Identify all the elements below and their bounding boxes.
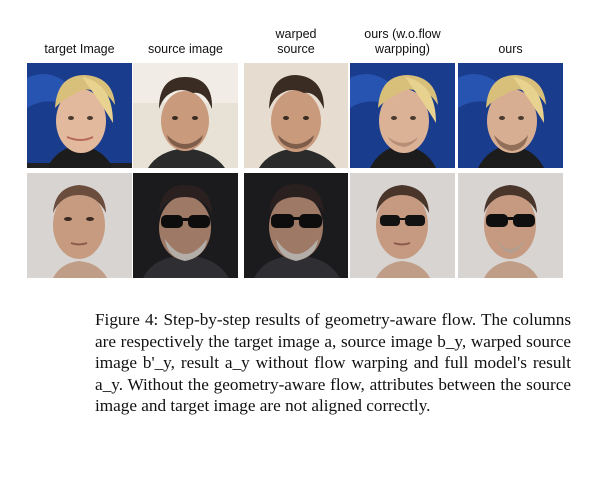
- figure-caption: Figure 4: Step-by-step results of geomet…: [95, 309, 571, 417]
- photo-row2-warped-source: [244, 173, 348, 278]
- photo-row1-warped-source: [244, 63, 348, 168]
- photo-row1-ours: [458, 63, 563, 168]
- column-header-ours: ours: [498, 42, 523, 56]
- column-header-source-image: source image: [147, 42, 224, 56]
- column-header-warped-source: warped source: [275, 27, 317, 56]
- photo-row1-source: [133, 63, 238, 168]
- column-header-target-image: target Image: [44, 42, 115, 56]
- photo-row2-ours-wo-flow: [350, 173, 455, 278]
- photo-row2-ours: [458, 173, 563, 278]
- photo-row2-target: [27, 173, 132, 278]
- figure-caption-text: Step-by-step results of geometry-aware f…: [95, 310, 572, 415]
- photo-row1-ours-wo-flow: [350, 63, 455, 168]
- photo-row1-target: [27, 63, 132, 168]
- column-header-ours-wo-flow: ours (w.o.flow warpping): [364, 27, 441, 56]
- photo-row2-source: [133, 173, 238, 278]
- figure-caption-label: Figure 4:: [95, 310, 159, 329]
